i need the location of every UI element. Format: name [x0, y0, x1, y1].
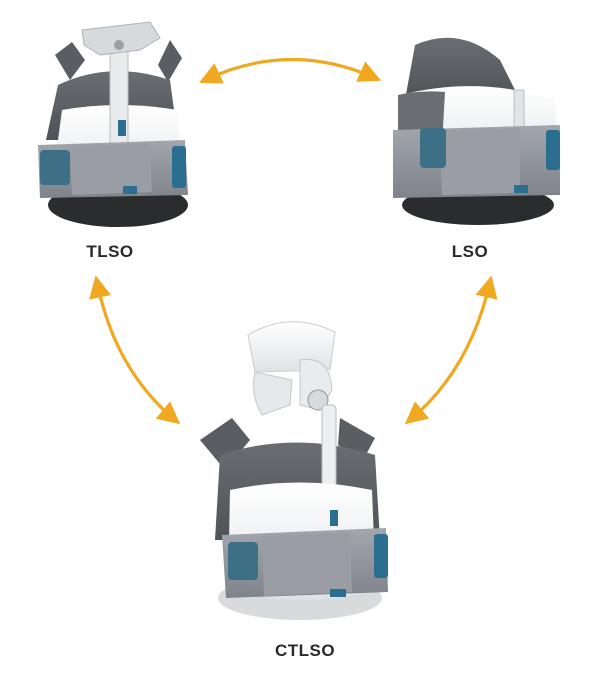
label-ctlso: CTLSO [274, 641, 336, 660]
label-tlso: TLSO [86, 242, 134, 261]
lso-brace-illustration [393, 37, 560, 225]
label-lso: LSO [451, 242, 489, 261]
tlso-brace-illustration [38, 21, 188, 227]
ctlso-brace-illustration [200, 321, 388, 620]
arrow-lso-ctlso [404, 275, 498, 425]
arrow-tlso-lso [198, 57, 382, 84]
arrow-tlso-ctlso [89, 275, 181, 425]
